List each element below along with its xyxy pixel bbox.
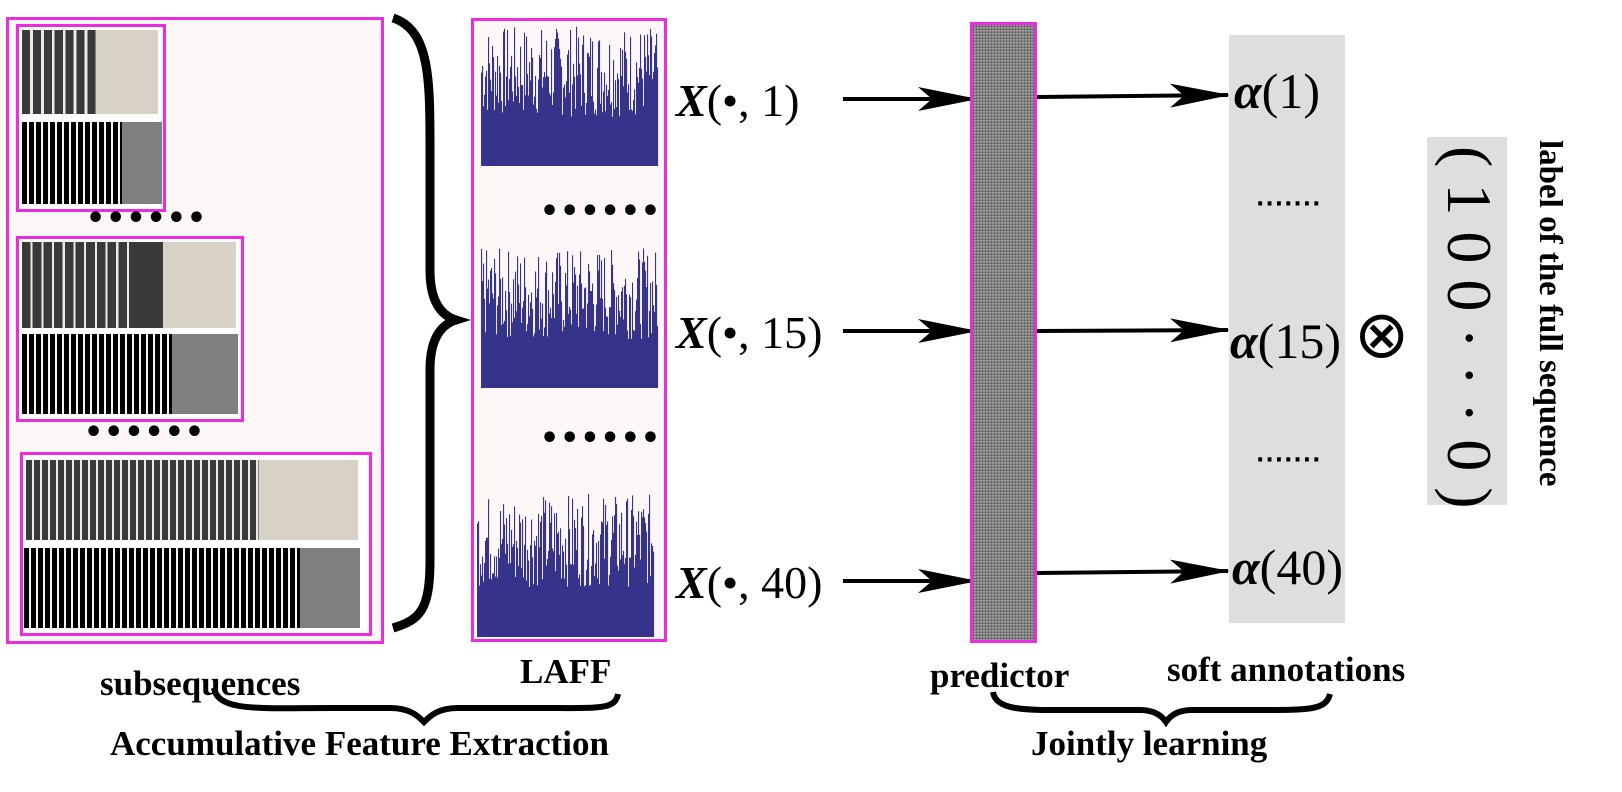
laff-histogram-3 — [477, 494, 655, 637]
subsequence-1-depth-frames — [22, 122, 162, 204]
otimes-symbol: ⊗ — [1354, 296, 1410, 373]
feature-label-1: X(•, 1) — [676, 75, 800, 126]
soft-annotations-label: soft annotations — [1167, 650, 1406, 689]
alpha-dots-1: ······· — [1256, 192, 1322, 217]
full-label-tuple: ( 1 0 0 · · · 0 ) — [1434, 146, 1505, 509]
soft-annotations-column — [1229, 35, 1345, 623]
subsequence-3-depth-frames — [24, 548, 360, 628]
feature-label-15: X(•, 15) — [676, 307, 823, 358]
jointly-label: Jointly learning — [1031, 724, 1268, 763]
brace-accumulative — [211, 687, 621, 727]
full-sequence-label: label of the full sequence — [1532, 140, 1568, 487]
arrow-alpha-15 — [1036, 318, 1230, 343]
alpha-dots-2: ······· — [1256, 448, 1322, 473]
laff-dots-1: •••••• — [540, 194, 662, 229]
alpha-15: α(15) — [1230, 313, 1341, 369]
subsequence-2-depth-frames — [22, 334, 238, 414]
arrow-alpha-40 — [1036, 559, 1230, 584]
arrow-alpha-1 — [1036, 83, 1230, 108]
laff-histogram-1 — [481, 26, 659, 167]
laff-histogram-2 — [481, 248, 659, 388]
subsequence-1-rgb-frames — [22, 30, 158, 114]
brace-jointly — [990, 691, 1333, 728]
full-label-box — [1427, 137, 1507, 505]
subsequence-3-rgb-stripes — [26, 460, 258, 540]
accumulative-label: Accumulative Feature Extraction — [110, 724, 609, 763]
subsequence-2-rgb-frames — [22, 242, 236, 328]
alpha-40: α(40) — [1232, 539, 1343, 595]
laff-dots-2: •••••• — [540, 421, 662, 456]
predictor-label: predictor — [930, 656, 1070, 695]
predictor-matrix — [970, 22, 1037, 643]
curly-brace — [391, 13, 472, 633]
subsequences-label: subsequences — [100, 664, 301, 703]
laff-label: LAFF — [520, 652, 612, 691]
alpha-1: α(1) — [1234, 63, 1320, 119]
feature-label-40: X(•, 40) — [676, 557, 823, 608]
